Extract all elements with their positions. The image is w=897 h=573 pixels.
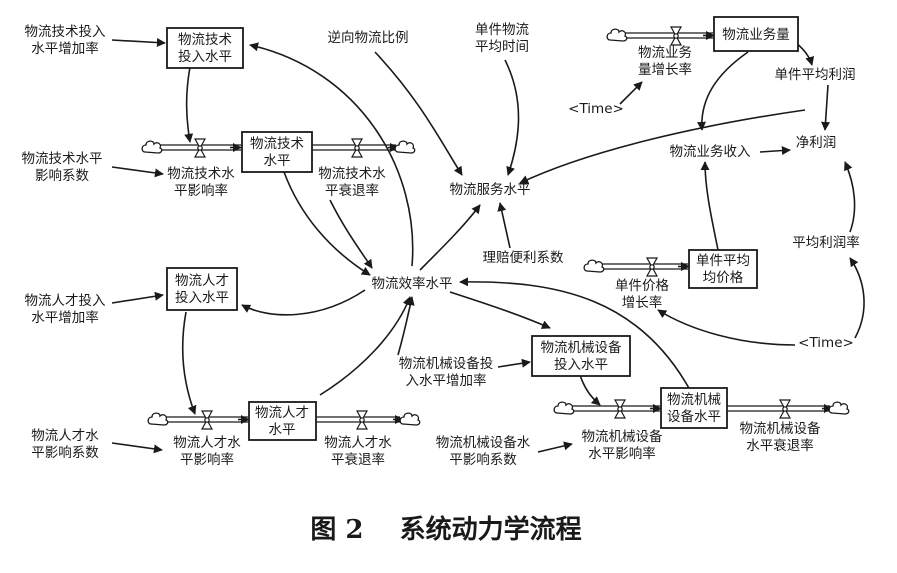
label-talent-invest-rate: 水平增加率 [31,309,99,326]
label-mech-invest-rate: 入水平增加率 [406,372,487,389]
stock-mech-invest: 物流机械设备 投入水平 [531,335,631,377]
stock-tech-invest: 物流技术 投入水平 [166,27,244,69]
label-talent-factor: 平影响系数 [31,445,99,461]
cloud-icon [147,412,169,426]
label-reverse-ratio: 逆向物流比例 [328,30,409,46]
label-mech-invest-rate: 物流机械设备投 [399,355,494,372]
stock-talent-level: 物流人才 水平 [248,401,317,441]
label-time-2: <Time> [798,335,854,351]
stock-unit-price: 单件平均 均价格 [688,249,758,289]
flow-arrowheads [230,31,833,424]
svg-text:物流人才: 物流人才 [175,273,229,289]
label-talent-effect: 物流人才水 [173,435,241,451]
label-tech-factor: 影响系数 [35,168,89,184]
label-mech-decay: 物流机械设备 [740,420,821,437]
label-talent-invest-rate: 物流人才投入 [25,293,106,309]
label-talent-effect: 平影响率 [180,451,234,468]
label-unit-profit: 单件平均利润 [775,67,856,83]
label-net-profit: 净利润 [796,135,837,151]
label-talent-factor: 物流人才水 [31,428,99,444]
label-claim-convenience: 理赔便利系数 [483,250,564,266]
svg-text:单件平均: 单件平均 [696,253,750,269]
label-mech-factor: 物流机械设备水 [436,434,531,451]
variable-labels: 物流技术投入 水平增加率 逆向物流比例 单件物流 平均时间 物流业务 量增长率 … [22,22,860,468]
svg-text:物流机械设备: 物流机械设备 [541,339,622,356]
label-mech-effect: 物流机械设备 [582,428,663,445]
stock-tech-level: 物流技术 水平 [241,131,313,173]
svg-text:水平: 水平 [264,153,291,169]
label-business-growth: 物流业务 [638,45,692,61]
label-mech-decay: 水平衰退率 [746,437,814,454]
causal-links [111,38,865,454]
label-unit-time: 平均时间 [475,39,529,55]
label-time-1: <Time> [568,101,624,117]
label-efficiency: 物流效率水平 [372,275,453,292]
label-price-growth: 单件价格 [615,278,669,294]
label-price-growth: 增长率 [622,294,663,311]
svg-text:投入水平: 投入水平 [178,49,232,65]
label-tech-invest-rate: 水平增加率 [31,40,99,57]
valve-icon [778,399,792,419]
label-avg-profit-rate: 平均利润率 [792,234,860,251]
cloud-icon [553,401,575,415]
label-tech-factor: 物流技术水平 [22,151,103,167]
stock-mech-level: 物流机械 设备水平 [660,387,728,429]
valve-icon [350,138,364,158]
label-service-level: 物流服务水平 [450,182,531,198]
cloud-icon [394,140,416,154]
stock-talent-invest: 物流人才 投入水平 [166,267,238,311]
cloud-icons [141,28,850,426]
valve-icon [193,138,207,158]
cloud-icon [399,412,421,426]
valve-icons [193,26,792,430]
valve-icon [645,257,659,277]
svg-text:物流技术: 物流技术 [250,136,304,152]
svg-text:物流人才: 物流人才 [255,405,309,421]
svg-text:设备水平: 设备水平 [667,408,721,425]
label-tech-effect: 平影响率 [174,182,228,199]
label-talent-decay: 平衰退率 [331,451,385,468]
label-unit-time: 单件物流 [475,22,529,38]
cloud-icon [583,259,605,273]
label-tech-decay: 物流技术水 [318,166,386,182]
cloud-icon [141,140,163,154]
valve-icon [200,410,214,430]
label-talent-decay: 物流人才水 [324,435,392,451]
valve-icon [613,399,627,419]
label-tech-invest-rate: 物流技术投入 [25,24,106,40]
label-business-growth: 量增长率 [638,61,692,78]
figure-caption: 图 2 系统动力学流程 [310,514,581,545]
svg-text:物流业务量: 物流业务量 [722,27,790,43]
flow-pipes [158,32,830,423]
label-mech-factor: 平影响系数 [449,452,517,468]
valve-icon [669,26,683,46]
svg-text:水平: 水平 [269,422,296,438]
label-tech-decay: 平衰退率 [325,182,379,199]
svg-text:均价格: 均价格 [703,270,744,286]
label-mech-effect: 水平影响率 [588,445,656,462]
svg-text:物流机械: 物流机械 [667,392,721,408]
svg-text:物流技术: 物流技术 [178,32,232,48]
cloud-icon [828,401,850,415]
svg-text:投入水平: 投入水平 [175,290,229,306]
label-business-revenue: 物流业务收入 [670,144,751,160]
stock-business-volume: 物流业务量 [713,16,799,52]
label-tech-effect: 物流技术水 [167,166,235,182]
cloud-icon [606,28,628,42]
svg-text:投入水平: 投入水平 [554,357,608,373]
valve-icon [355,410,369,430]
